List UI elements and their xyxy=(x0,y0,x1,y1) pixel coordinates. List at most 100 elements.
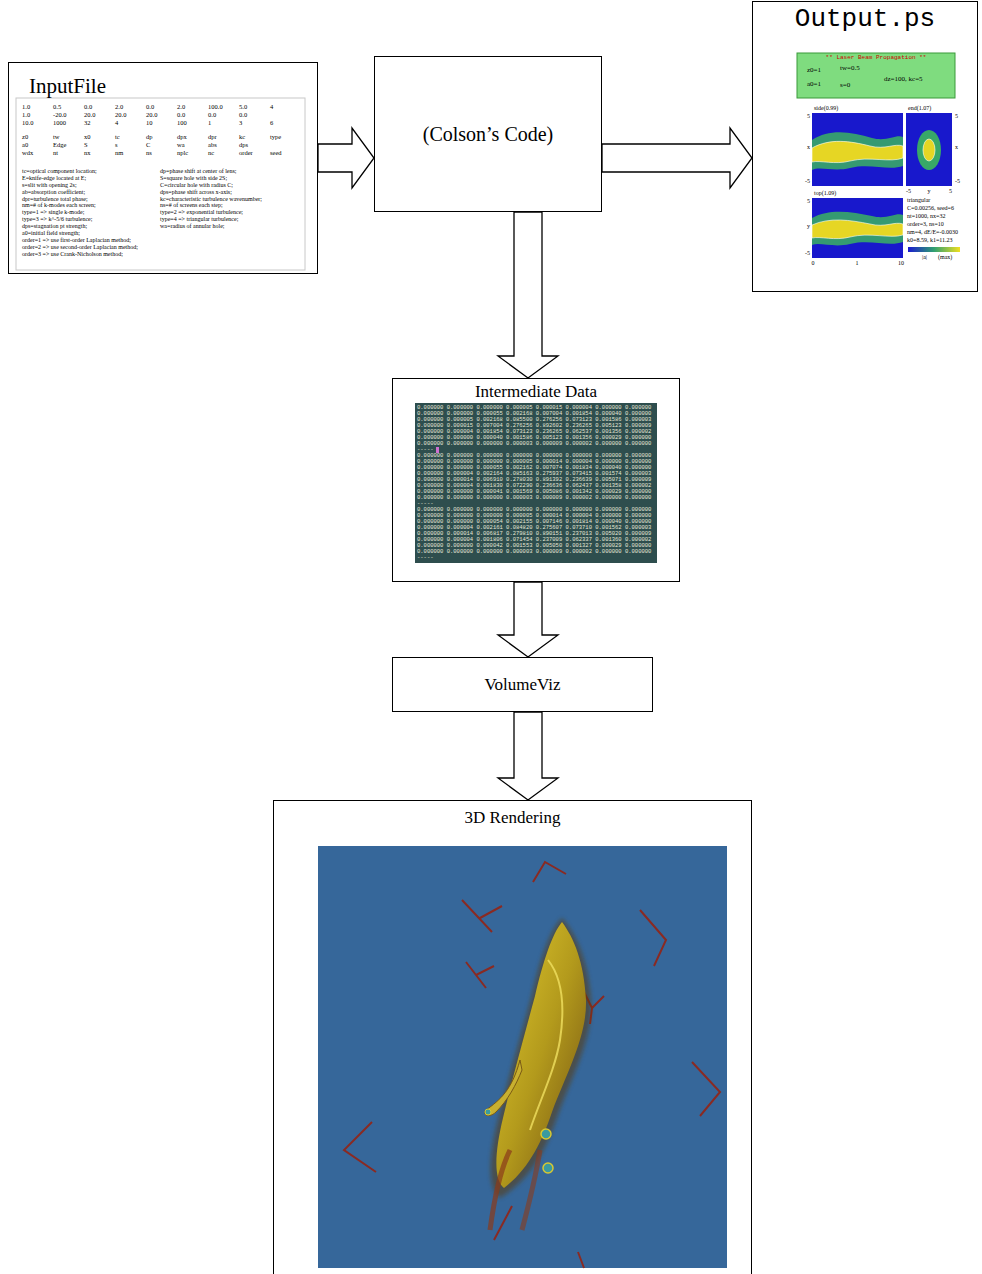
table-cell: 0.0 xyxy=(177,111,185,118)
box-title: 3D Rendering xyxy=(465,808,561,828)
note-text: C=circular hole with radius C; xyxy=(160,182,302,189)
plot-screenshot xyxy=(797,53,960,258)
block-arrow xyxy=(498,582,558,657)
data-row: 0.000000 0.000000 0.000000 0.000003 0.00… xyxy=(417,549,651,555)
plot-label: y xyxy=(928,188,931,195)
output-file-box: Output.ps xyxy=(752,1,978,292)
table-cell: type xyxy=(270,133,281,140)
note-text: dps=phase shift across x-axis; xyxy=(160,189,302,196)
table-cell: wdx xyxy=(22,149,33,156)
table-cell: 32 xyxy=(84,119,91,126)
process-box: VolumeViz xyxy=(392,657,653,712)
table-cell: 6 xyxy=(270,119,273,126)
plot-label: -5 xyxy=(805,178,810,185)
note-text: nm=# of k-modes each screen; xyxy=(22,202,158,209)
plot-label: nt=1000, nx=32 xyxy=(907,213,945,220)
axis-mark xyxy=(533,862,566,882)
title-panel xyxy=(797,53,955,98)
block-arrow xyxy=(602,128,752,188)
table-cell: nm xyxy=(115,149,123,156)
table-cell: 1000 xyxy=(53,119,66,126)
table-cell: 10 xyxy=(146,119,153,126)
plot-label: y xyxy=(807,223,810,230)
beam-core xyxy=(812,141,903,162)
plot-label: order=3, ns=10 xyxy=(907,221,944,228)
table-cell: kc xyxy=(239,133,245,140)
table-cell: ns xyxy=(146,149,152,156)
table-cell: abs xyxy=(208,141,217,148)
table-cell: 4 xyxy=(270,103,273,110)
table-cell: 100.0 xyxy=(208,103,223,110)
note-text: ns=# of screens each step; xyxy=(160,202,302,209)
table-cell: 20.0 xyxy=(84,111,95,118)
table-cell: 0.0 xyxy=(239,111,247,118)
table-cell: 5.0 xyxy=(239,103,247,110)
plot-label: (max) xyxy=(938,254,952,261)
table-cell: 20.0 xyxy=(146,111,157,118)
table-cell: 10.0 xyxy=(22,119,33,126)
table-cell: z0 xyxy=(22,133,28,140)
beam-halo xyxy=(917,130,941,170)
plot-label: side(0.99) xyxy=(813,105,839,112)
axis-mark xyxy=(494,1206,512,1240)
plot-label: end(1.07) xyxy=(907,105,932,112)
end-plot xyxy=(906,113,952,186)
plot-label: C=0.00256, seed=6 xyxy=(907,205,954,212)
block-arrow xyxy=(498,212,558,378)
table-cell: tw xyxy=(53,133,60,140)
terminal-screenshot xyxy=(415,403,657,563)
table-cell: 4 xyxy=(115,119,118,126)
note-text: order=1 => use first-order Laplacian met… xyxy=(22,237,300,244)
top-plot xyxy=(812,198,903,258)
table-cell: s xyxy=(115,141,118,148)
table-cell: 0.0 xyxy=(208,111,216,118)
plot-label: 10 xyxy=(898,260,904,267)
note-text: type=1 => single k-mode; xyxy=(22,209,158,216)
table-cell: 100 xyxy=(177,119,187,126)
table-cell: seed xyxy=(270,149,282,156)
beam-core xyxy=(812,220,903,239)
plot-label: 1 xyxy=(856,260,859,267)
table-cell: dps xyxy=(239,141,248,148)
block-arrow xyxy=(498,712,558,800)
plot-label: s=0 xyxy=(840,81,850,89)
box-title: Intermediate Data xyxy=(475,382,597,402)
table-cell: 0.5 xyxy=(53,103,61,110)
beam-core xyxy=(923,139,935,161)
note-text: type=4 => triangular turbulence; xyxy=(160,216,302,223)
data-row: 0.000000 0.000000 0.000000 0.000003 0.00… xyxy=(417,441,651,447)
note-text: tc=optical component location; xyxy=(22,168,158,175)
render-background xyxy=(318,846,727,1268)
axis-mark xyxy=(640,910,666,966)
note-text: ab=absorption coefficient; xyxy=(22,189,158,196)
table-cell: dp xyxy=(146,133,153,140)
plot-label: 5 xyxy=(949,188,952,195)
plot-label: nm=4, dE/E=-0.0030 xyxy=(907,229,958,236)
beam-halo xyxy=(812,212,903,246)
axis-mark xyxy=(578,1252,584,1268)
axis-mark xyxy=(344,1122,376,1172)
table-cell: S xyxy=(84,141,88,148)
table-cell: 1 xyxy=(208,119,211,126)
note-text: wa=radius of annular hole; xyxy=(160,223,302,230)
volume-spot xyxy=(485,1109,491,1115)
table-cell: x0 xyxy=(84,133,91,140)
note-text: S=square hole with side 2S; xyxy=(160,175,302,182)
note-text: a0=initial field strength; xyxy=(22,230,300,237)
table-cell: 0.0 xyxy=(84,103,92,110)
box-title: (Colson’s Code) xyxy=(423,122,554,146)
axis-mark xyxy=(692,1062,720,1116)
plot-label: top(1.09) xyxy=(813,190,837,197)
volume-tail xyxy=(522,1150,540,1230)
note-text: dp=phase shift at center of lens; xyxy=(160,168,302,175)
table-cell: a0 xyxy=(22,141,28,148)
table-cell: order xyxy=(239,149,253,156)
box-title: InputFile xyxy=(29,75,106,97)
plot-label: -5 xyxy=(906,188,911,195)
box-title: Output.ps xyxy=(795,5,935,33)
volume-spike xyxy=(485,1060,522,1116)
table-cell: 0.0 xyxy=(146,103,154,110)
table-cell: C xyxy=(146,141,150,148)
plot-label: 0 xyxy=(812,260,815,267)
table-cell: nx xyxy=(84,149,91,156)
